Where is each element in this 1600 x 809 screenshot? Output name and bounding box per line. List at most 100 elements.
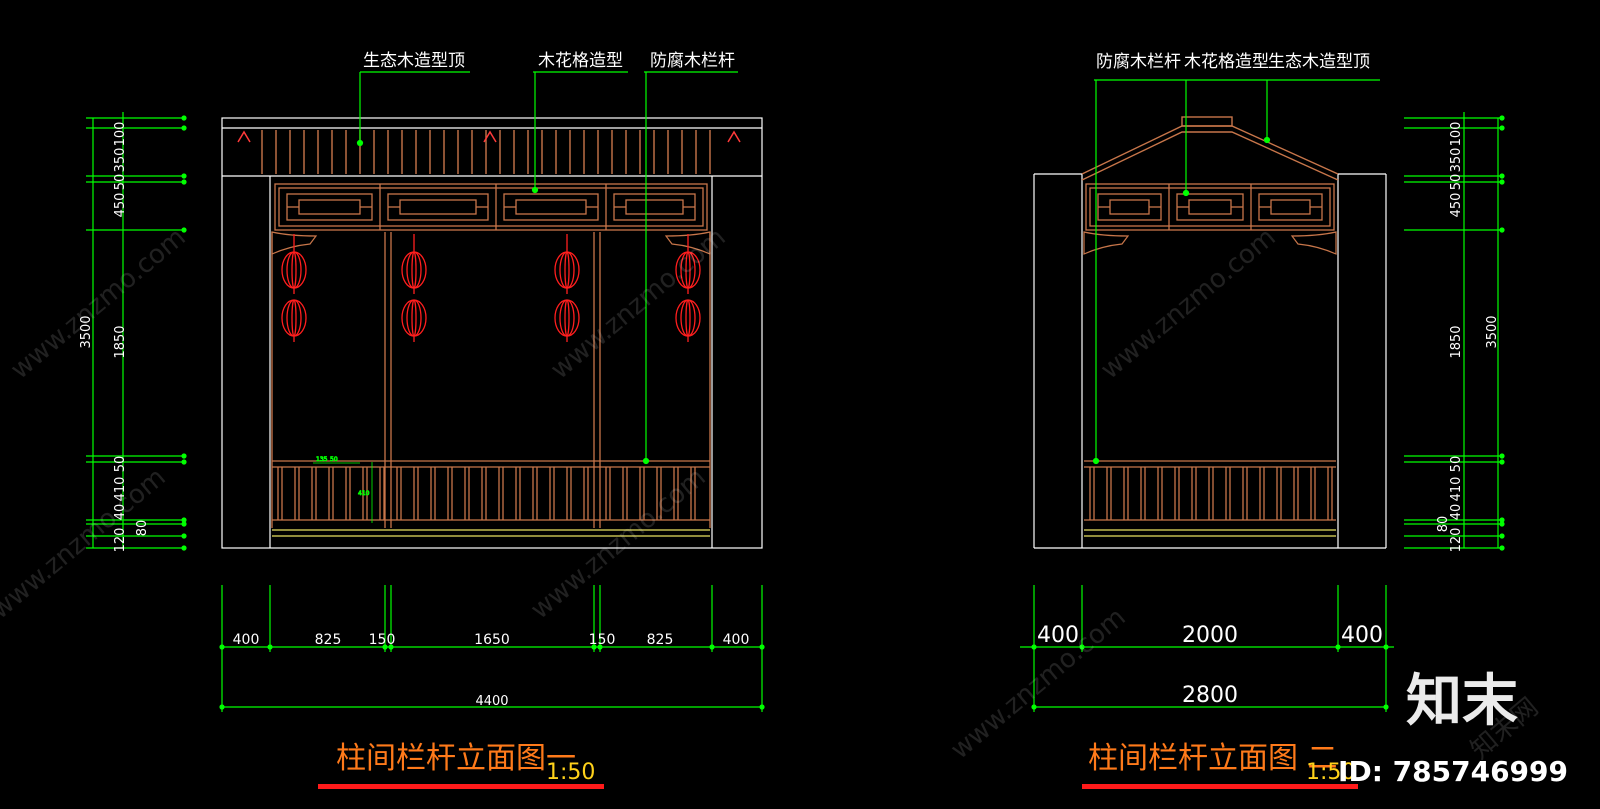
dim-dot [181,453,187,459]
vertical-dimensions-1 [86,112,187,551]
dim-dot [181,459,187,465]
vdim-450-2: 450 [1449,193,1464,218]
hdim-label-1: 400 [233,632,260,648]
vdim-80-2: 80 [1436,516,1451,533]
vdim-total-2: 3500 [1485,315,1500,348]
dim-dot [709,644,715,650]
vdim-40-2: 40 [1449,504,1464,521]
resource-id: ID: 785746999 [1338,755,1568,788]
vdim-50-1: 50 [113,174,128,191]
vdim-120-2: 120 [1449,528,1464,553]
dim-dot [1335,644,1341,650]
corner-brackets-2 [1083,231,1337,255]
railing-2 [1084,460,1336,521]
dim-dot [181,173,187,179]
railing-1 [272,460,710,521]
vdim-50b-1: 50 [113,456,128,473]
label-lattice-2: 木花格造型 [1184,52,1269,72]
hdim-400a-2: 400 [1037,623,1079,648]
railing-small-dims: 135 50 410 [313,456,373,523]
vdim-1850-2: 1850 [1449,325,1464,358]
elevation-drawing-2: 防腐木栏杆 木花格造型 生态木造型顶 3500 100 350 50 450 1… [1020,52,1505,789]
vdim-50-2: 50 [1449,174,1464,191]
dim-dot [1499,459,1505,465]
dim-dot [1079,644,1085,650]
vdim-450-1: 450 [113,193,128,218]
leader-lines-2 [1092,79,1380,465]
vertical-dimensions-2 [1404,112,1505,551]
frame-outline-2 [1033,173,1387,549]
floor-line-1 [272,529,710,537]
dim-dot [1499,115,1505,121]
hdim-label-1: 1650 [474,632,510,648]
drawing-scale-1: 1:50 [546,760,595,785]
small-dim-a: 135 [316,456,328,463]
small-dim-b: 50 [330,456,338,463]
dim-dot [1499,521,1505,527]
label-lattice-1: 木花格造型 [538,51,623,71]
floor-line-2 [1084,529,1336,537]
dim-dot [181,533,187,539]
vdim-50b-2: 50 [1449,456,1464,473]
vdim-100-1: 100 [113,122,128,147]
drawing-title-1: 柱间栏杆立面图一 [336,741,576,776]
dim-dot [1499,533,1505,539]
vdim-100-2: 100 [1449,122,1464,147]
vdim-410-1: 410 [113,477,128,502]
dim-dot [181,521,187,527]
dim-dot [1499,173,1505,179]
hdim-label-1: 150 [369,632,396,648]
hdim-total-1: 4400 [475,694,508,709]
horizontal-dimensions-2 [1020,585,1394,712]
hdim-label-1: 825 [647,632,674,648]
hdim-total-2: 2800 [1182,683,1238,708]
dim-dot [1031,704,1037,710]
drawing-title-2: 柱间栏杆立面图 二 [1088,741,1338,776]
dim-dot [1499,179,1505,185]
dim-dot [759,704,765,710]
label-railing-1: 防腐木栏杆 [650,51,735,71]
vdim-120-1: 120 [113,528,128,553]
dim-dot [1499,125,1505,131]
title-underline-1 [318,784,604,789]
dim-dot [1499,453,1505,459]
dim-dot [181,115,187,121]
hdim-400b-2: 400 [1341,623,1383,648]
wood-lattice-band-1 [274,183,708,231]
hdim-label-1: 400 [723,632,750,648]
hdim-label-1: 150 [589,632,616,648]
vdim-80-1: 80 [135,520,150,537]
vdim-410-2: 410 [1449,477,1464,502]
label-eco-wood-ceiling-1: 生态木造型顶 [363,51,465,71]
title-underline-2 [1082,784,1358,789]
dim-dot [597,644,603,650]
elevation-drawing-1: 135 50 410 生态木造型顶 木花格造型 防腐木栏杆 3500 100 3… [79,51,765,789]
leader-lines-1 [356,71,738,465]
dim-dot [219,704,225,710]
wood-lattice-band-2 [1085,183,1335,231]
drawing-scale-2: 1:50 [1306,760,1355,785]
dim-dot [181,125,187,131]
vdim-350-2: 350 [1449,148,1464,173]
dim-dot [181,179,187,185]
vdim-total-1: 3500 [79,315,94,348]
dim-dot [591,644,597,650]
horizontal-dimensions-1 [219,585,765,712]
dim-dot [759,644,765,650]
label-eco-wood-ceiling-2: 生态木造型顶 [1268,52,1370,72]
red-lanterns [281,234,701,342]
hdim-2000-2: 2000 [1182,623,1238,648]
vdim-40-1: 40 [113,504,128,521]
dim-dot [388,644,394,650]
hdim-label-1: 825 [315,632,342,648]
columns-1 [271,232,711,528]
znzmo-logo: 知末 [1406,669,1518,734]
frame-outline-1 [221,117,763,549]
dim-dot [1383,704,1389,710]
dim-dot [219,644,225,650]
horizontal-dim-labels-1: 400 825 150 1650 150 825 400 [233,632,750,648]
dim-dot [1499,227,1505,233]
dim-dot [382,644,388,650]
dim-dot [267,644,273,650]
